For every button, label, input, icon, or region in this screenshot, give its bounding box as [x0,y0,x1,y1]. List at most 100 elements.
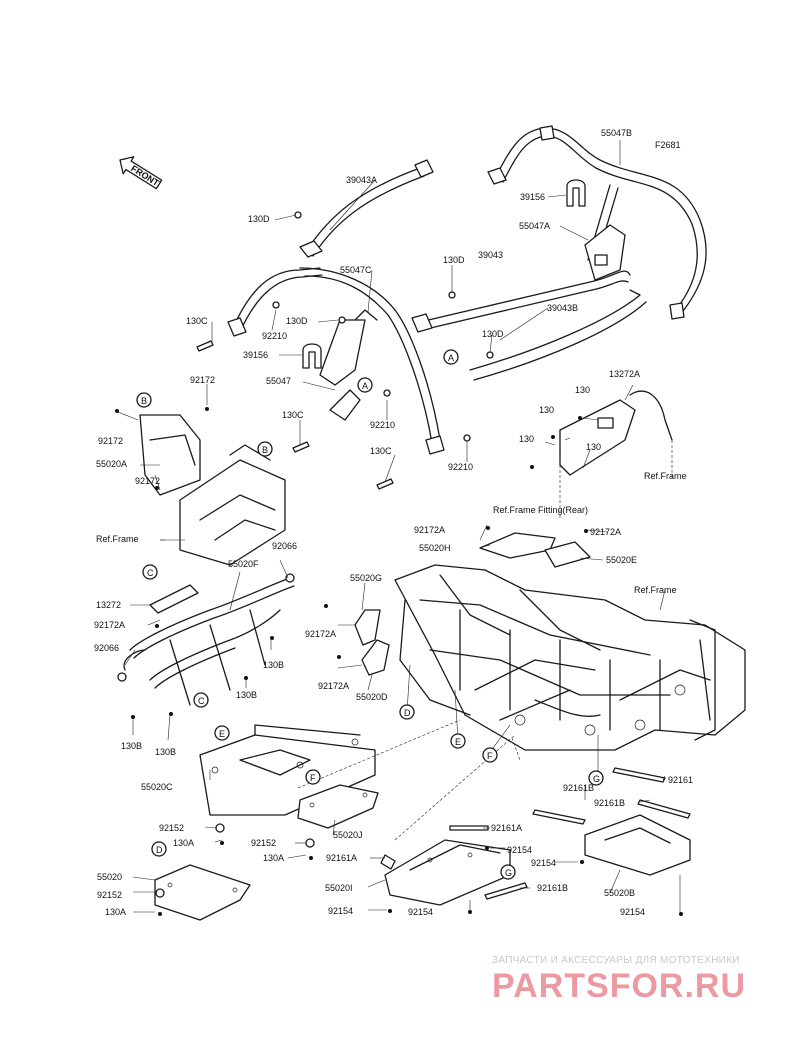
part-label: 92154 [507,845,532,855]
part-label: 92066 [94,643,119,653]
callout-circles [136,349,604,880]
part-label: 92154 [620,907,645,917]
part-label: 130A [263,853,284,863]
part-label: 92172 [98,436,123,446]
part-label: 55020 [97,872,122,882]
skid-plate-55020 [154,864,251,921]
part-label: 130D [248,214,270,224]
part-label: 92161B [563,783,594,793]
callout-D-2: D [404,708,411,718]
part-label: 130A [105,907,126,917]
clamp-39156-lower [302,343,322,369]
part-label: 13272 [96,600,121,610]
part-label: 92172A [590,527,621,537]
part-label: 130D [482,329,504,339]
callout-G-1: G [593,774,600,784]
part-label: 55020J [333,830,363,840]
part-label: Ref.Frame [644,471,687,481]
part-label: 55047C [340,265,372,275]
part-label: 130D [443,255,465,265]
part-label: 92210 [262,331,287,341]
part-label: 39156 [520,192,545,202]
part-label: 130B [263,660,284,670]
strip-92161A [380,825,489,870]
guard-55020E [544,541,591,568]
part-label: 130 [519,434,534,444]
watermark-logo: PARTSFOR.RU [492,967,747,1005]
bumper-55020F [117,573,295,706]
part-label: Ref.Frame [96,534,139,544]
skid-plate-55020C [199,724,376,816]
part-label: 55020H [419,543,451,553]
part-label: 92172A [318,681,349,691]
part-label: 92152 [159,823,184,833]
part-label: 130 [575,385,590,395]
part-label: 92172A [414,525,445,535]
skid-plate-55020J [297,784,379,829]
part-label: 39043A [346,175,377,185]
part-label: 92152 [251,838,276,848]
part-label: 55047 [266,376,291,386]
part-label: 39043 [478,250,503,260]
part-label: 55020C [141,782,173,792]
part-label: 130A [173,838,194,848]
callout-E-1: E [219,729,225,739]
callout-F-1: F [310,773,316,783]
strip-92161 [612,767,666,783]
part-label: 130D [286,316,308,326]
callout-E-2: E [455,737,461,747]
callout-B-2: B [262,445,268,455]
part-number-labels: 39043A 130D 55047B 39156 55047A 55047C 1… [94,128,693,917]
part-label: 39156 [243,350,268,360]
part-label: 92161B [594,798,625,808]
roll-cage-rear [487,125,707,320]
watermark-tagline: ЗАПЧАСТИ И АКСЕССУАРЫ ДЛЯ МОТОТЕХНИКИ [492,955,740,966]
part-label: 92210 [370,420,395,430]
part-label: 92172 [190,375,215,385]
roll-cage-lower-bar [469,289,647,381]
part-label: 13272A [609,369,640,379]
part-label: 130B [121,741,142,751]
part-label: 130B [236,690,257,700]
roll-cage-front [227,159,445,455]
part-label: 55020G [350,573,382,583]
part-label: 92161B [537,883,568,893]
rear-fitting-13272A [559,390,673,520]
part-label: 92172 [135,476,160,486]
part-label: 130 [586,442,601,452]
part-label: Ref.Frame Fitting(Rear) [493,505,588,515]
part-label: 130 [539,405,554,415]
callout-G-2: G [505,868,512,878]
main-frame [394,564,746,751]
part-label: 92161 [668,775,693,785]
strip-92161B [484,799,691,900]
front-label: FRONT [129,163,161,188]
leader-lines [117,140,681,913]
part-label: 92172A [305,629,336,639]
part-label: 92172A [94,620,125,630]
part-label: 55047A [519,221,550,231]
front-frame-section [179,444,286,566]
callout-F-2: F [487,751,493,761]
skid-plate-55020B [584,814,691,876]
roll-cage-middle-bar [411,270,631,333]
part-label: Ref.Frame [634,585,677,595]
part-label: 55020A [96,459,127,469]
part-label: 55020I [325,883,353,893]
fastener-dots [115,407,683,916]
part-label: 130C [370,446,392,456]
part-label: 39043B [547,303,578,313]
washer-icon [155,823,315,898]
part-label: 92161A [326,853,357,863]
part-label: 55020E [606,555,637,565]
part-label: 130C [186,316,208,326]
callout-A-1: A [362,381,368,391]
plate-13272 [149,584,199,614]
callout-A-2: A [448,353,454,363]
part-label: 130B [155,747,176,757]
bracket-55047 [319,309,378,421]
callout-B-1: B [141,396,147,406]
callout-C-2: C [198,696,205,706]
part-label: 92161A [491,823,522,833]
part-label: 55047B [601,128,632,138]
